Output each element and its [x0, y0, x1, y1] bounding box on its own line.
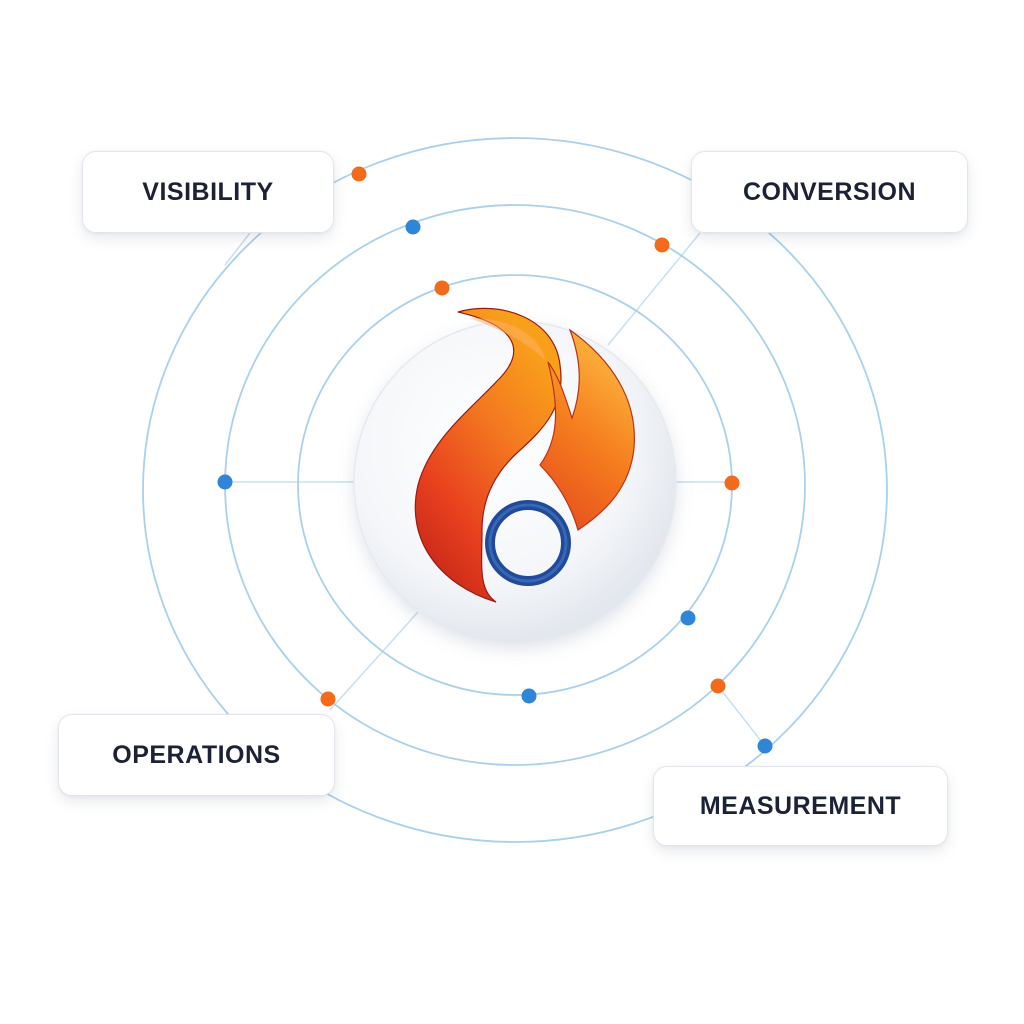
orbit-ring-outer: [142, 137, 888, 843]
operations-label: OPERATIONS: [58, 714, 335, 796]
measurement-label: MEASUREMENT: [653, 766, 948, 846]
flame-secondary-shape: [539, 328, 635, 531]
visibility-label: VISIBILITY: [82, 151, 334, 233]
connector-visibility: [224, 232, 251, 266]
orbit-dot-orange: [320, 691, 336, 707]
conversion-label: CONVERSION: [691, 151, 968, 233]
orbit-dot-orange: [724, 475, 740, 491]
orbit-dots: [217, 166, 773, 754]
connector-conversion: [607, 232, 701, 346]
orbit-dot-orange: [654, 237, 670, 253]
orbit-dot-blue: [217, 474, 233, 490]
connector-measurement: [717, 685, 766, 747]
flame-logo-icon: [414, 307, 635, 603]
connector-lines: [224, 232, 766, 747]
orbit-dot-blue: [757, 738, 773, 754]
orbit-dot-orange: [710, 678, 726, 694]
connector-operations: [329, 611, 419, 711]
orbit-dot-blue: [521, 688, 537, 704]
orbit-dot-orange: [351, 166, 367, 182]
orbit-dot-blue: [680, 610, 696, 626]
flame-main-shape: [414, 307, 562, 603]
orbit-dot-orange: [434, 280, 450, 296]
orbit-dot-blue: [405, 219, 421, 235]
